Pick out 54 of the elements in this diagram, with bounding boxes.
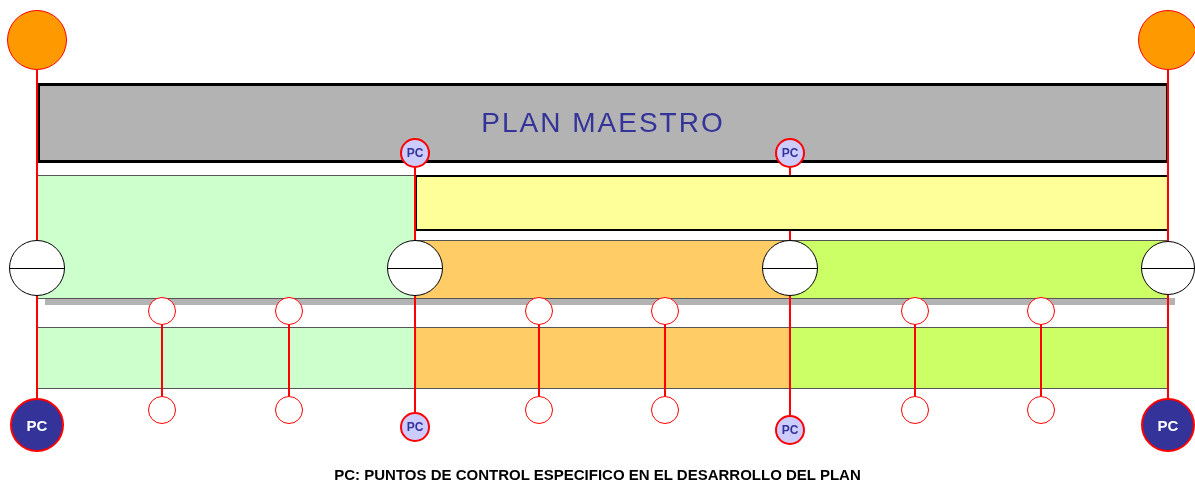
plan-bar <box>415 327 540 389</box>
checkpoint-circle <box>1027 396 1055 424</box>
circle-label: PC <box>406 420 424 434</box>
checkpoint-circle <box>275 396 303 424</box>
plan-bar <box>37 327 163 389</box>
timeline-line <box>161 324 163 397</box>
circle-label: PC <box>781 423 799 437</box>
plan-bar <box>539 327 666 389</box>
timeline-line <box>36 69 38 241</box>
timeline-line <box>538 324 540 397</box>
timeline-line <box>664 324 666 397</box>
control-point-circle <box>400 412 430 442</box>
control-point-circle <box>10 398 64 452</box>
checkpoint-circle <box>148 297 176 325</box>
checkpoint-circle <box>525 396 553 424</box>
timeline-line <box>36 295 38 399</box>
plan-bar <box>790 327 916 389</box>
milestone-circle <box>7 10 67 70</box>
checkpoint-circle <box>651 297 679 325</box>
plan-bar <box>915 327 1042 389</box>
checkpoint-circle <box>1027 297 1055 325</box>
plan-bar <box>289 327 416 389</box>
timeline-line <box>414 167 416 241</box>
circle-label: PC <box>26 416 48 434</box>
timeline-line <box>789 167 791 176</box>
timeline-line <box>288 324 290 397</box>
plan-bar <box>1041 327 1169 389</box>
checkpoint-circle <box>901 396 929 424</box>
circle-label: PC <box>1157 416 1179 434</box>
circle-label: PC <box>406 146 424 160</box>
bar-title: PLAN MAESTRO <box>481 107 725 139</box>
checkpoint-circle <box>901 297 929 325</box>
control-point-circle <box>775 415 805 445</box>
checkpoint-circle <box>651 396 679 424</box>
checkpoint-circle <box>525 297 553 325</box>
stage-circle <box>9 240 65 296</box>
timeline-line <box>414 295 416 413</box>
plan-bar <box>415 175 1169 231</box>
timeline-line <box>1167 69 1169 242</box>
checkpoint-circle <box>275 297 303 325</box>
timeline-line <box>914 324 916 397</box>
plan-bar <box>162 327 290 389</box>
timeline-line <box>1040 324 1042 397</box>
plan-bar <box>665 327 791 389</box>
circle-label: PC <box>781 146 799 160</box>
plan-bar <box>37 175 416 299</box>
control-point-circle <box>1141 398 1195 452</box>
timeline-line <box>789 230 791 241</box>
checkpoint-circle <box>148 396 176 424</box>
timeline-line <box>789 295 791 416</box>
caption: PC: PUNTOS DE CONTROL ESPECIFICO EN EL DESARROLLO DEL PLAN <box>333 466 862 483</box>
master-plan-bar <box>37 83 1169 163</box>
milestone-circle <box>1138 10 1195 70</box>
timeline-line <box>1167 294 1169 399</box>
